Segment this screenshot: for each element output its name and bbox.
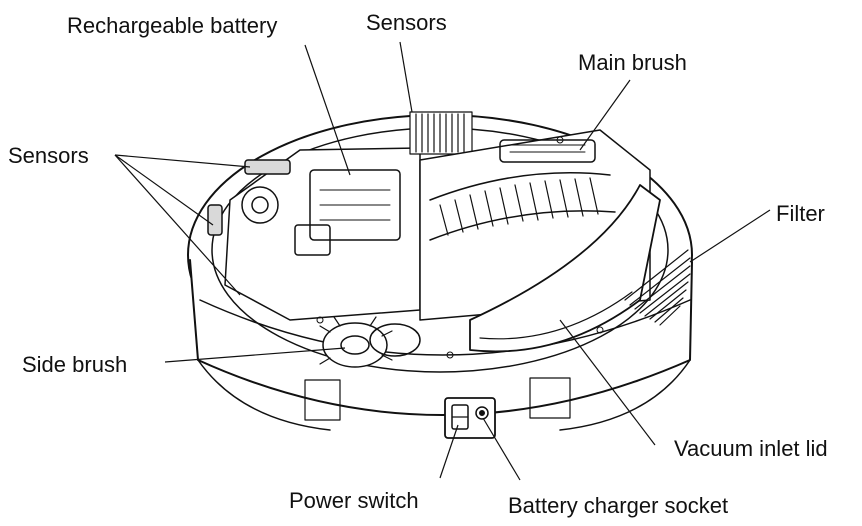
leader-sensors-left-b bbox=[115, 155, 213, 225]
label-filter: Filter bbox=[776, 203, 825, 225]
leader-filter bbox=[690, 210, 770, 262]
label-battery-charger-socket: Battery charger socket bbox=[508, 495, 728, 517]
label-sensors-top: Sensors bbox=[366, 12, 447, 34]
label-power-switch: Power switch bbox=[289, 490, 419, 512]
leader-sensors-top bbox=[400, 42, 412, 112]
top-sensor-block bbox=[410, 112, 472, 154]
label-side-brush: Side brush bbox=[22, 354, 127, 376]
label-main-brush: Main brush bbox=[578, 52, 687, 74]
label-vacuum-inlet-lid: Vacuum inlet lid bbox=[674, 438, 828, 460]
label-sensors-left: Sensors bbox=[8, 145, 89, 167]
label-rechargeable-battery: Rechargeable battery bbox=[67, 15, 277, 37]
leader-battery-charger-socket bbox=[483, 418, 520, 480]
leader-sensors-left-a bbox=[115, 155, 250, 167]
